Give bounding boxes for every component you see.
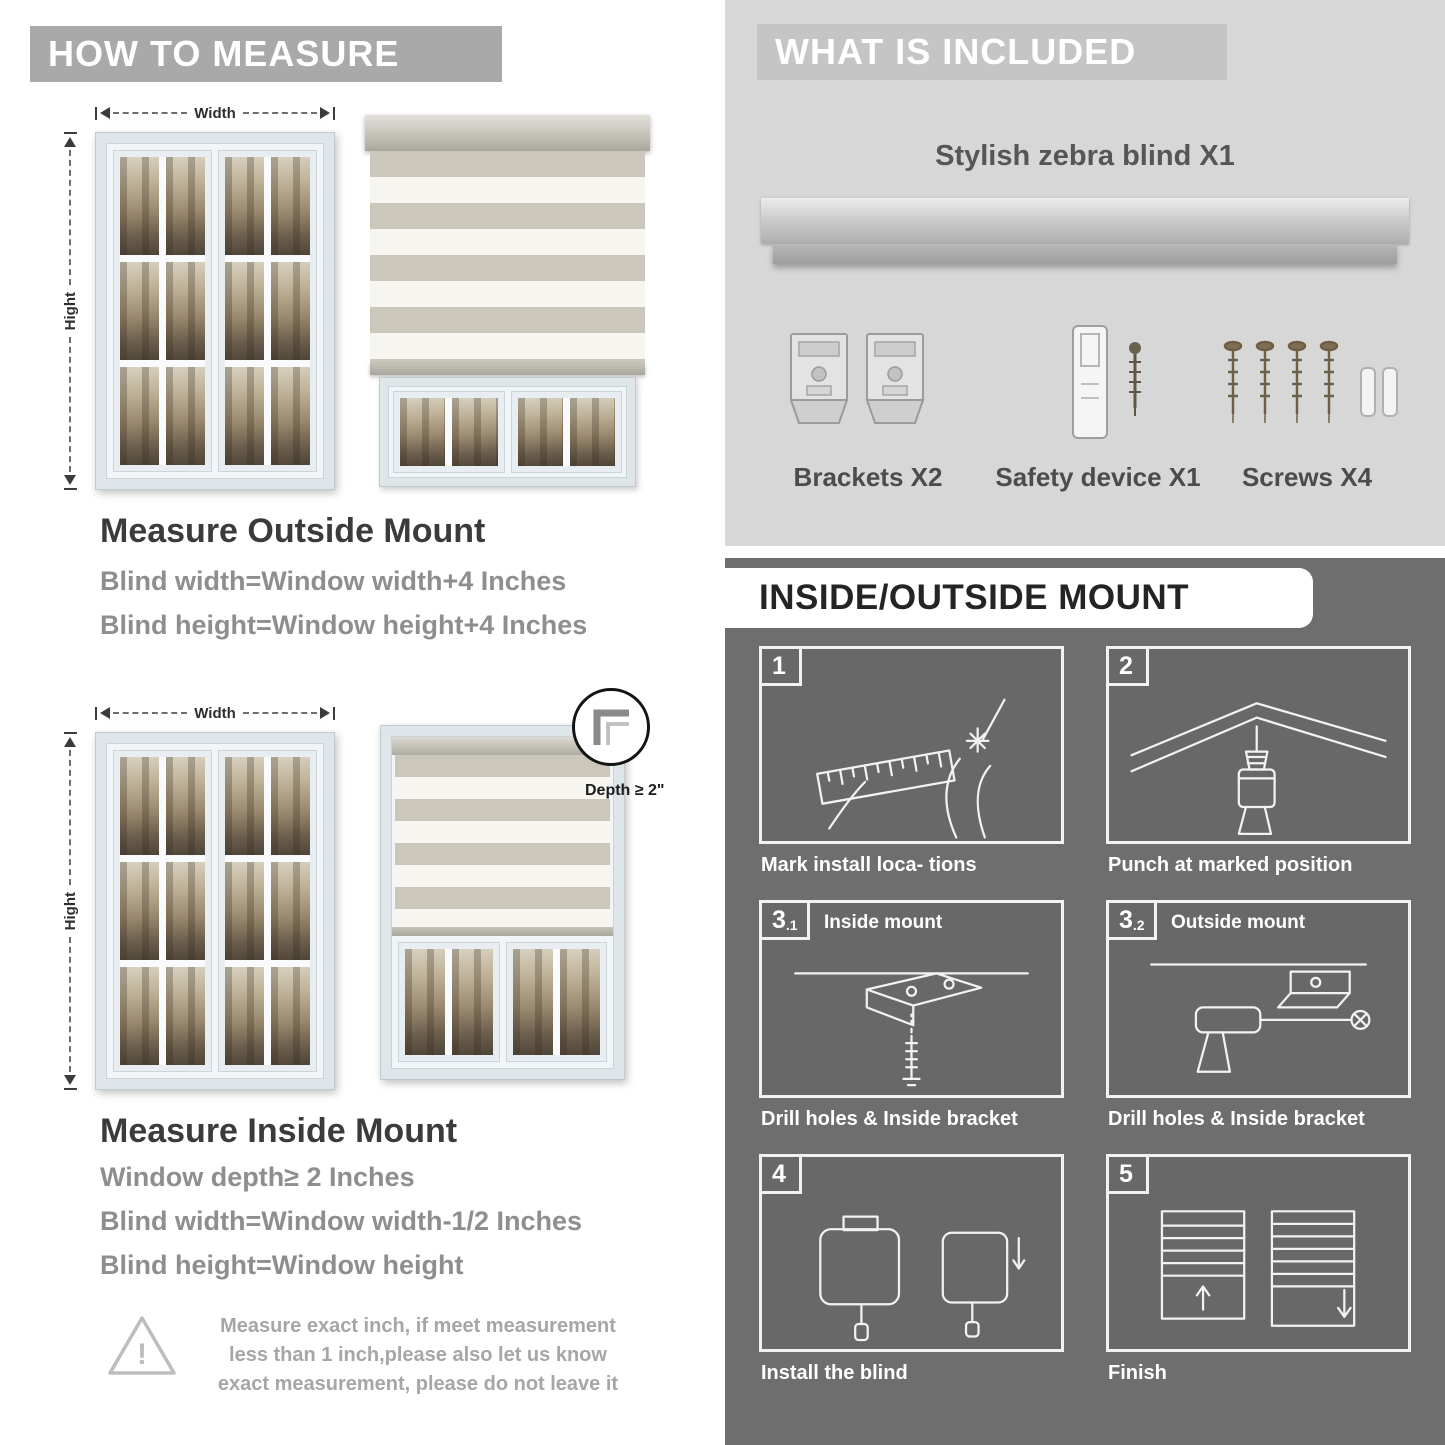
step-caption-4: Install the blind xyxy=(761,1362,908,1384)
what-is-included-section: WHAT IS INCLUDED Stylish zebra blind X1 xyxy=(725,0,1445,546)
blind-headrail xyxy=(365,115,650,151)
width-arrow-outside: Width xyxy=(95,103,336,123)
inside-rule-3: Blind height=Window height xyxy=(100,1250,464,1280)
window-illustration-inside xyxy=(95,732,335,1090)
height-label: Hight xyxy=(61,891,79,931)
screws-label: Screws X4 xyxy=(1241,462,1373,492)
mount-header: INSIDE/OUTSIDE MOUNT xyxy=(725,568,1313,628)
outside-rule-2: Blind height=Window height+4 Inches xyxy=(100,610,588,640)
step-number: 2 xyxy=(1109,649,1149,686)
width-label: Width xyxy=(194,104,236,122)
depth-zoom-circle xyxy=(572,688,650,766)
arrow-down-icon xyxy=(64,475,76,486)
step-panel-4: 4 xyxy=(759,1154,1064,1352)
step-title: Outside mount xyxy=(1171,912,1306,933)
arrow-endbar xyxy=(63,132,77,134)
what-is-included-header: WHAT IS INCLUDED xyxy=(757,24,1227,80)
inside-rule-1: Window depth≥ 2 Inches xyxy=(100,1162,415,1192)
corner-detail-icon xyxy=(593,709,629,745)
measure-inside-title: Measure Inside Mount xyxy=(100,1112,458,1150)
arrow-endbar xyxy=(333,106,336,120)
window-sashes xyxy=(106,143,324,479)
screws-icon xyxy=(1223,340,1398,423)
warning-text: Measure exact inch, if meet measurement … xyxy=(217,1315,619,1395)
safety-device-label: Safety device X1 xyxy=(995,462,1201,492)
arrow-right-icon xyxy=(320,107,331,119)
safety-device-icon xyxy=(1072,325,1141,439)
blind-bottomrail xyxy=(370,363,645,375)
height-label: Hight xyxy=(61,291,79,331)
arrow-down-icon xyxy=(64,1075,76,1086)
arrow-left-icon xyxy=(100,107,110,119)
arrow-right-icon xyxy=(320,707,331,719)
step-number: 3.1 xyxy=(762,903,810,940)
window-illustration-outside xyxy=(95,132,335,490)
inside-bracket-illustration xyxy=(794,972,1029,1087)
arrow-dash xyxy=(242,112,318,114)
window-panes xyxy=(225,157,310,465)
step-panel-2: 2 xyxy=(1106,646,1411,844)
step-number: 5 xyxy=(1109,1157,1149,1194)
how-to-measure-header: HOW TO MEASURE xyxy=(30,26,502,82)
step-number: 4 xyxy=(762,1157,802,1194)
blind-headrail xyxy=(392,737,613,755)
step-caption-2: Punch at marked position xyxy=(1108,854,1353,876)
warning-mark: ! xyxy=(137,1338,147,1371)
mark-location-illustration xyxy=(816,698,1006,839)
depth-label: Depth ≥ 2" xyxy=(585,782,665,799)
outside-bracket-illustration xyxy=(1150,963,1371,1073)
step-panel-3-1: 3.1 Inside mount xyxy=(759,900,1064,1098)
brackets-label: Brackets X2 xyxy=(793,462,943,492)
arrow-left-icon xyxy=(100,707,110,719)
arrow-endbar xyxy=(95,106,97,120)
blind-illustration-outside xyxy=(365,115,650,490)
measure-outside-title: Measure Outside Mount xyxy=(100,512,486,550)
step-panel-3-2: 3.2 Outside mount xyxy=(1106,900,1411,1098)
step-number: 3.2 xyxy=(1109,903,1157,940)
drill-position-illustration xyxy=(1130,702,1387,835)
step-title: Inside mount xyxy=(824,912,943,933)
arrow-dash xyxy=(113,112,188,114)
arrow-dash xyxy=(69,150,71,285)
step-caption-3-2: Drill holes & Inside bracket xyxy=(1108,1108,1365,1130)
arrow-up-icon xyxy=(64,737,76,747)
window-panes xyxy=(120,157,205,465)
blind-stripes xyxy=(395,755,610,927)
window-sash xyxy=(113,150,212,472)
mount-instructions-section: INSIDE/OUTSIDE MOUNT 1 xyxy=(725,558,1445,1445)
window-under-blind xyxy=(379,377,636,487)
width-label: Width xyxy=(194,704,236,722)
arrow-dash xyxy=(69,337,71,473)
step-caption-3-1: Drill holes & Inside bracket xyxy=(761,1108,1018,1130)
step-panel-5: 5 xyxy=(1106,1154,1411,1352)
inside-rule-2: Blind width=Window width-1/2 Inches xyxy=(100,1206,583,1236)
step-caption-1: Mark install loca- tions xyxy=(761,854,977,876)
warning-triangle-icon: ! xyxy=(108,1316,176,1375)
anchors-icon xyxy=(1360,367,1398,417)
outside-rule-1: Blind width=Window width+4 Inches xyxy=(100,566,567,596)
inside-blind xyxy=(391,736,614,936)
bracket-icon xyxy=(789,333,849,424)
height-arrow-inside: Hight xyxy=(60,732,80,1091)
height-arrow-outside: Hight xyxy=(60,132,80,491)
finish-illustration xyxy=(1160,1210,1356,1327)
install-blind-illustration xyxy=(819,1215,1026,1342)
blind-stripes xyxy=(370,151,645,363)
zebra-blind-headrail-image xyxy=(761,198,1409,264)
arrow-up-icon xyxy=(64,137,76,147)
measurement-warning: ! Measure exact inch, if meet measuremen… xyxy=(105,1312,633,1399)
step-number: 1 xyxy=(762,649,802,686)
blind-illustration-inside xyxy=(380,725,625,1080)
width-arrow-inside: Width xyxy=(95,703,336,723)
blind-bottomrail xyxy=(392,926,613,936)
window-sash xyxy=(218,150,317,472)
step-panel-1: 1 xyxy=(759,646,1064,844)
arrow-endbar xyxy=(63,488,77,491)
bracket-icon xyxy=(865,333,925,424)
step-caption-5: Finish xyxy=(1108,1362,1167,1384)
product-label: Stylish zebra blind X1 xyxy=(935,140,1235,172)
